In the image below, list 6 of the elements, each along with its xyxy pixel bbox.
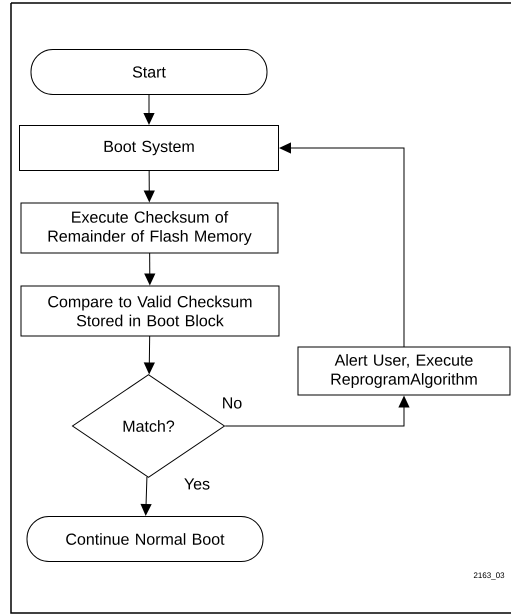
- process-box: Alert User, Execute ReprogramAlgorithm: [298, 346, 510, 396]
- process-box: Boot System: [19, 125, 279, 171]
- process-box: Compare to Valid Checksum Stored in Boot Block: [20, 286, 280, 336]
- process-box: Execute Checksum of Remainder of Flash Memory: [20, 202, 278, 254]
- edge-label: Yes: [182, 477, 212, 491]
- figure-number: 2163_03: [474, 572, 504, 580]
